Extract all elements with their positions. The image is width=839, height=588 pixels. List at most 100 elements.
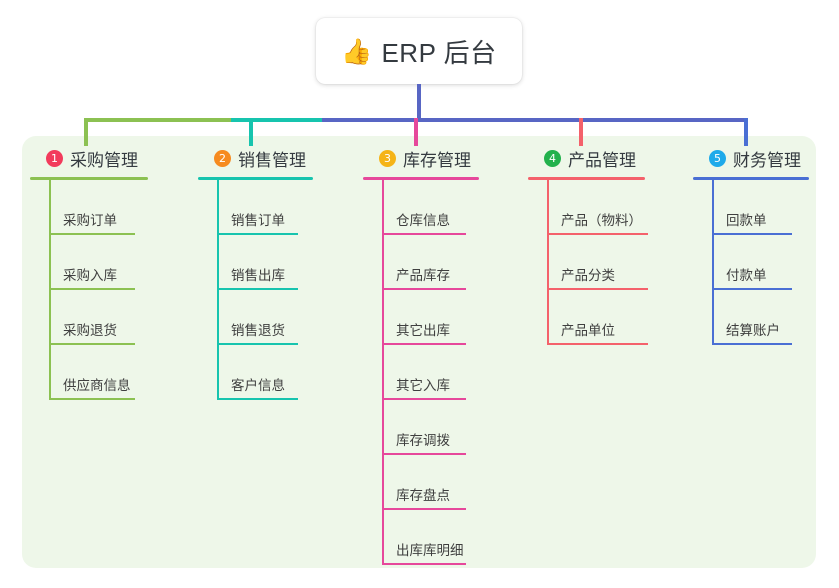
branch-item-underline: [712, 288, 792, 290]
branch-item-label: 付款单: [726, 268, 767, 283]
branch-items-1: 采购订单采购入库采购退货供应商信息: [30, 180, 148, 400]
branch-item-underline: [49, 398, 135, 400]
branch-item-label: 库存盘点: [396, 488, 450, 503]
branches-background-panel: [22, 136, 816, 568]
branch-items-5: 回款单付款单结算账户: [693, 180, 809, 345]
branch-item[interactable]: 库存调拨: [363, 400, 479, 455]
branch-item-label: 回款单: [726, 213, 767, 228]
branch-item-underline: [382, 398, 466, 400]
branch-item-label: 销售出库: [231, 268, 285, 283]
branch-item[interactable]: 采购订单: [30, 180, 148, 235]
branch-label-3: 库存管理: [403, 150, 471, 170]
branch-item[interactable]: 其它出库: [363, 290, 479, 345]
branch-label-2: 销售管理: [238, 150, 306, 170]
branch-item[interactable]: 产品分类: [528, 235, 648, 290]
branch-item-underline: [712, 343, 792, 345]
branch-label-4: 产品管理: [568, 150, 636, 170]
branch-item-label: 产品（物料）: [561, 213, 642, 228]
branch-item-label: 其它入库: [396, 378, 450, 393]
branch-underline-1: [30, 177, 148, 180]
branch-item-underline: [547, 288, 648, 290]
branch-item-label: 供应商信息: [63, 378, 131, 393]
branch-item-label: 结算账户: [726, 323, 780, 338]
branch-item-underline: [382, 563, 466, 565]
root-node-content: 👍 ERP 后台: [341, 33, 496, 70]
branch-item-underline: [49, 233, 135, 235]
branch-item-label: 产品库存: [396, 268, 450, 283]
branch-item[interactable]: 产品单位: [528, 290, 648, 345]
branch-item[interactable]: 库存盘点: [363, 455, 479, 510]
branch-item[interactable]: 结算账户: [693, 290, 809, 345]
branch-item-underline: [217, 233, 298, 235]
branch-item-underline: [49, 288, 135, 290]
branch-item-underline: [712, 233, 792, 235]
branch-item[interactable]: 出库库明细: [363, 510, 479, 565]
branch-stem-5: [712, 180, 714, 345]
branch-item-underline: [217, 343, 298, 345]
branch-underline-5: [693, 177, 809, 180]
branch-item-underline: [547, 343, 648, 345]
branch-item[interactable]: 销售退货: [198, 290, 313, 345]
branch-item-underline: [382, 233, 466, 235]
branch-item-label: 其它出库: [396, 323, 450, 338]
branch-item-underline: [217, 288, 298, 290]
branch-items-3: 仓库信息产品库存其它出库其它入库库存调拨库存盘点出库库明细: [363, 180, 479, 565]
branch-item[interactable]: 产品（物料）: [528, 180, 648, 235]
branch-item[interactable]: 付款单: [693, 235, 809, 290]
branch-underline-4: [528, 177, 645, 180]
connector-drop-3: [414, 118, 418, 146]
branch-item[interactable]: 客户信息: [198, 345, 313, 400]
branch-badge-4: 4: [544, 149, 561, 167]
branch-item-label: 采购入库: [63, 268, 117, 283]
branch-stem-4: [547, 180, 549, 345]
branch-label-5: 财务管理: [733, 150, 801, 170]
branch-underline-3: [363, 177, 479, 180]
branch-item[interactable]: 仓库信息: [363, 180, 479, 235]
connector-segment-2-3: [231, 118, 322, 122]
branch-stem-2: [217, 180, 219, 400]
branch-item-underline: [49, 343, 135, 345]
branch-item-label: 库存调拨: [396, 433, 450, 448]
connector-drop-2: [249, 118, 253, 146]
branch-item-underline: [382, 288, 466, 290]
branch-stem-1: [49, 180, 51, 400]
branch-items-2: 销售订单销售出库销售退货客户信息: [198, 180, 313, 400]
root-connector-stem: [417, 84, 421, 122]
branch-column-2: 2 销售管理销售订单销售出库销售退货客户信息: [198, 145, 313, 400]
branch-item-underline: [382, 508, 466, 510]
branch-item[interactable]: 其它入库: [363, 345, 479, 400]
branch-item[interactable]: 销售订单: [198, 180, 313, 235]
branch-item[interactable]: 产品库存: [363, 235, 479, 290]
branch-items-4: 产品（物料） 产品分类产品单位: [528, 180, 648, 345]
branch-item-label: 仓库信息: [396, 213, 450, 228]
branch-item-underline: [217, 398, 298, 400]
branch-item[interactable]: 回款单: [693, 180, 809, 235]
branch-item-underline: [382, 453, 466, 455]
branch-item[interactable]: 采购退货: [30, 290, 148, 345]
thumbs-up-icon: 👍: [341, 36, 373, 66]
branch-item-label: 采购订单: [63, 213, 117, 228]
branch-header-2[interactable]: 2 销售管理: [198, 145, 313, 171]
branch-badge-2: 2: [214, 149, 231, 167]
root-title: ERP 后台: [381, 37, 497, 68]
branch-item-label: 客户信息: [231, 378, 285, 393]
branch-item-label: 采购退货: [63, 323, 117, 338]
branch-column-4: 4 产品管理产品（物料） 产品分类产品单位: [528, 145, 648, 345]
connector-drop-4: [579, 118, 583, 146]
branch-item[interactable]: 采购入库: [30, 235, 148, 290]
branch-item-underline: [547, 233, 648, 235]
root-node[interactable]: 👍 ERP 后台: [316, 18, 522, 84]
branch-item[interactable]: 销售出库: [198, 235, 313, 290]
branch-header-4[interactable]: 4 产品管理: [528, 145, 645, 171]
branch-badge-1: 1: [46, 149, 63, 167]
branch-item-label: 销售退货: [231, 323, 285, 338]
branch-item-label: 出库库明细: [396, 543, 464, 558]
branch-item-label: 产品单位: [561, 323, 615, 338]
branch-item[interactable]: 供应商信息: [30, 345, 148, 400]
branch-item-label: 销售订单: [231, 213, 285, 228]
